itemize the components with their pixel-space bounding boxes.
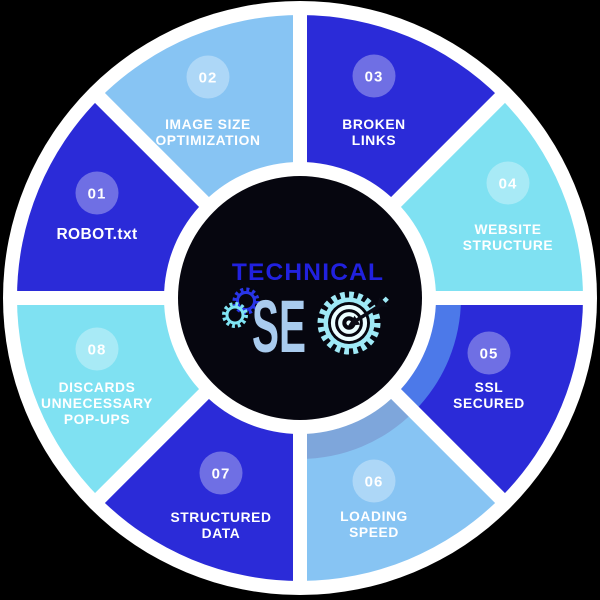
seo-target-gear-icon <box>317 291 381 355</box>
badge-04-number: 04 <box>499 176 518 193</box>
segment-06-label-line1: LOADING <box>340 509 408 524</box>
badge-02 <box>186 55 230 99</box>
segment-03-label-line1: BROKEN <box>342 117 405 132</box>
badge-02-number: 02 <box>199 70 218 87</box>
badge-01 <box>75 171 119 215</box>
segment-01-label: ROBOT.txt <box>56 226 137 243</box>
badge-07 <box>199 451 243 495</box>
center-logo: TECHNICAL SE <box>222 259 389 368</box>
segment-08-label-line2: UNNECESSARY <box>41 396 153 411</box>
segment-02-label-line1: IMAGE SIZE <box>165 117 251 132</box>
badge-06-number: 06 <box>365 474 384 491</box>
center-hub <box>178 176 422 420</box>
segment-06-inner-band <box>300 386 414 459</box>
center-title: TECHNICAL <box>232 259 384 286</box>
segment-05-label-line1: SSL <box>475 380 504 395</box>
segment-07-label-line1: STRUCTURED <box>170 510 271 525</box>
segment-07-label-line2: DATA <box>202 526 241 541</box>
badge-06 <box>352 459 396 503</box>
badge-08-number: 08 <box>88 342 107 359</box>
badge-01-number: 01 <box>88 186 107 203</box>
segment-08-label-line3: POP-UPS <box>64 412 130 427</box>
badge-07-number: 07 <box>212 466 231 483</box>
segment-05-inner-band <box>388 298 461 412</box>
brand-se-letters: SE <box>252 285 306 368</box>
gear-outline-cyan-icon <box>222 302 248 328</box>
segment-annotations: 01 ROBOT.txt 02 IMAGE SIZE OPTIMIZATION … <box>41 54 553 541</box>
badge-05 <box>467 331 511 375</box>
arrow-dart-icon <box>348 296 389 326</box>
segment-04-label-line1: WEBSITE <box>474 222 541 237</box>
badge-03-number: 03 <box>365 69 384 86</box>
segment-03-label-line2: LINKS <box>352 133 396 148</box>
wheel-segments <box>17 15 583 581</box>
segment-08-label-line1: DISCARDS <box>59 380 136 395</box>
badge-03 <box>352 54 396 98</box>
segment-06-label-line2: SPEED <box>349 525 399 540</box>
badge-08 <box>75 327 119 371</box>
segment-05-label-line2: SECURED <box>453 396 525 411</box>
segment-04-label-line2: STRUCTURE <box>463 238 553 253</box>
badge-05-number: 05 <box>480 346 499 363</box>
badge-04 <box>486 161 530 205</box>
segment-02-label-line2: OPTIMIZATION <box>155 133 260 148</box>
